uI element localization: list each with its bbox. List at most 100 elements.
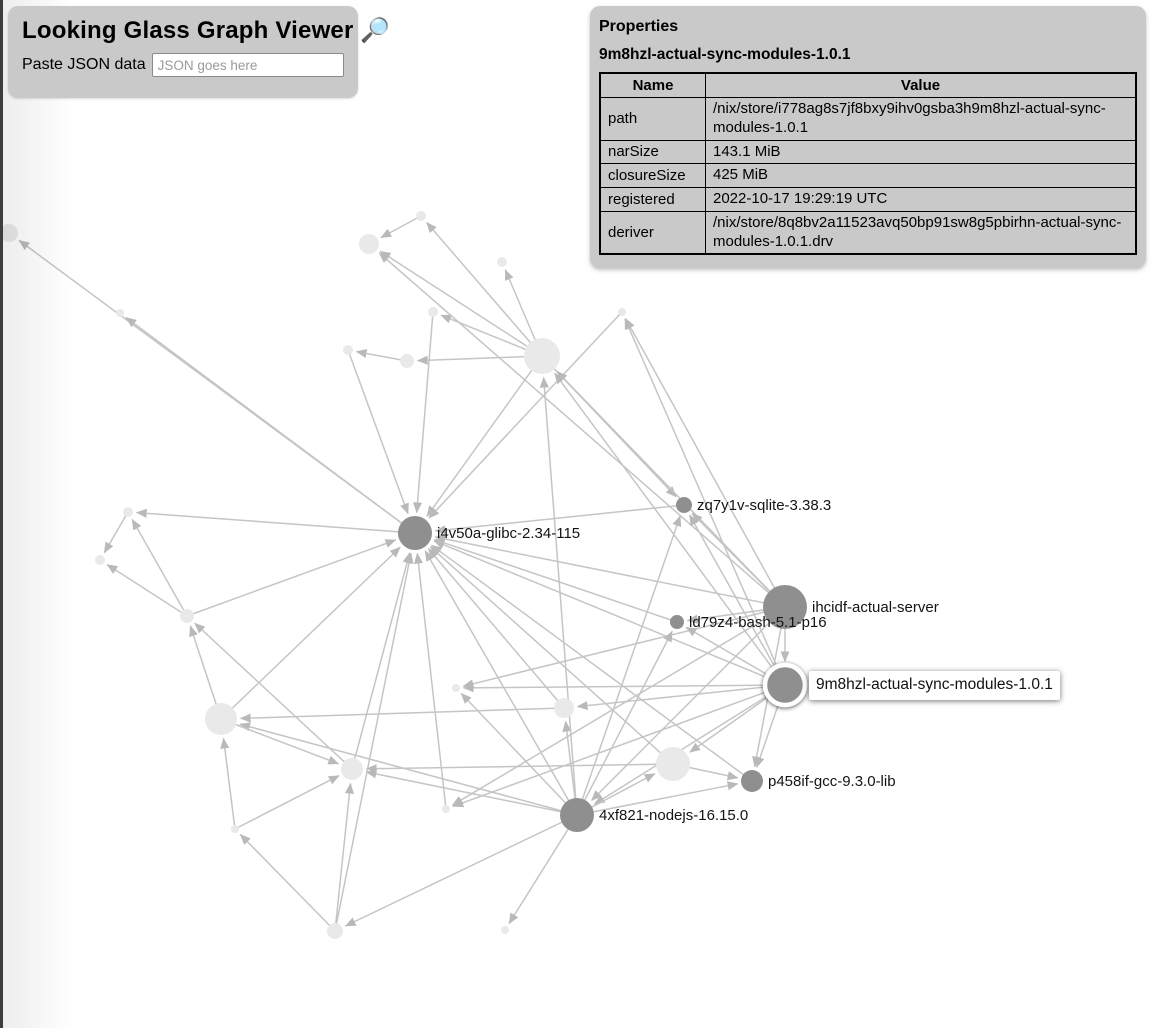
graph-edge — [106, 563, 188, 617]
graph-edge — [576, 684, 786, 711]
graph-edge — [239, 707, 565, 723]
node-label: ld79z4-bash-5.1-p16 — [689, 614, 827, 631]
graph-edge — [576, 781, 739, 816]
graph-node[interactable] — [0, 224, 18, 242]
graph-edge — [426, 221, 543, 357]
graph-edge — [220, 546, 401, 720]
graph-edge — [427, 548, 565, 709]
graph-node[interactable] — [341, 758, 363, 780]
graph-edge — [239, 833, 336, 932]
graph-edge — [590, 606, 786, 802]
graph-node[interactable] — [428, 307, 438, 317]
graph-edge — [239, 722, 578, 816]
graph-nodes — [0, 211, 808, 939]
node-label: i4v50a-glibc-2.34-115 — [437, 525, 580, 542]
node-label: 4xf821-nodejs-16.15.0 — [599, 807, 748, 824]
paste-json-label: Paste JSON data — [22, 56, 146, 73]
graph-node[interactable] — [95, 555, 105, 565]
column-header-value: Value — [705, 72, 1137, 98]
graph-node[interactable] — [123, 507, 133, 517]
graph-edge — [186, 539, 397, 617]
graph-node[interactable] — [656, 747, 690, 781]
prop-name: narSize — [599, 139, 706, 165]
column-header-name: Name — [599, 72, 706, 98]
prop-value: /nix/store/i778ag8s7jf8bxy9ihv0gsba3h9m8… — [705, 97, 1137, 141]
graph-node[interactable] — [524, 338, 560, 374]
graph-node[interactable] — [554, 698, 574, 718]
graph-edge — [460, 692, 578, 816]
json-input[interactable] — [151, 53, 344, 77]
graph-edge — [355, 348, 408, 362]
graph-edge — [380, 215, 422, 239]
magnifier-icon: 🔎 — [360, 17, 391, 44]
graph-edge — [334, 552, 414, 932]
graph-node-ld79z4-bash-5.1-p16[interactable] — [670, 615, 684, 629]
graph-edge — [131, 518, 188, 617]
graph-edge — [434, 534, 786, 608]
graph-edge — [416, 355, 543, 365]
graph-edge — [431, 544, 753, 782]
graph-edges — [18, 215, 790, 932]
graph-node[interactable] — [359, 234, 379, 254]
graph-edge — [194, 622, 353, 770]
graph-edge — [220, 718, 340, 765]
graph-edge — [426, 355, 543, 517]
graph-node[interactable] — [327, 923, 343, 939]
graph-edge — [103, 511, 129, 554]
prop-value: /nix/store/8q8bv2a11523avq50bp91sw8g5pbi… — [705, 210, 1137, 255]
table-row: registered 2022-10-17 19:29:19 UTC — [599, 187, 1137, 212]
table-row: path /nix/store/i778ag8s7jf8bxy9ihv0gsba… — [599, 97, 1137, 141]
graph-edge — [624, 318, 786, 608]
window-left-border — [0, 0, 3, 1028]
graph-node-labels: i4v50a-glibc-2.34-115zq7y1v-sqlite-3.38.… — [437, 497, 939, 824]
graph-node[interactable] — [416, 211, 426, 221]
graph-edge — [424, 550, 578, 816]
graph-node[interactable] — [501, 926, 509, 934]
graph-node-selected-9m8hzl-actual-sync-modules-1.0.1[interactable] — [762, 662, 808, 708]
graph-edge — [412, 311, 434, 514]
prop-name: closureSize — [599, 163, 706, 188]
table-row: closureSize 425 MiB — [599, 163, 1137, 188]
prop-value: 143.1 MiB — [705, 139, 1137, 165]
graph-node[interactable] — [205, 703, 237, 735]
graph-node-ihcidf-actual-server[interactable] — [763, 585, 807, 629]
graph-node[interactable] — [442, 805, 450, 813]
header-panel: Looking Glass Graph Viewer 🔎 Paste JSON … — [8, 6, 390, 98]
prop-name: registered — [599, 187, 706, 212]
graph-edge — [413, 552, 447, 810]
graph-edge — [189, 625, 222, 720]
graph-edge — [379, 250, 543, 357]
prop-name: path — [599, 97, 706, 141]
graph-edge — [576, 630, 673, 816]
graph-node[interactable] — [231, 825, 239, 833]
graph-node[interactable] — [180, 609, 194, 623]
node-label: p458if-gcc-9.3.0-lib — [768, 773, 896, 790]
graph-node-4xf821-nodejs-16.15.0[interactable] — [560, 798, 594, 832]
graph-node-p458if-gcc-9.3.0-lib[interactable] — [741, 770, 763, 792]
prop-value: 425 MiB — [705, 163, 1137, 188]
graph-node[interactable] — [116, 309, 124, 317]
graph-edge — [462, 606, 786, 689]
table-row: narSize 143.1 MiB — [599, 139, 1137, 165]
graph-node[interactable] — [400, 354, 414, 368]
graph-node[interactable] — [452, 684, 460, 692]
graph-node[interactable] — [343, 345, 353, 355]
selected-node-tooltip: 9m8hzl-actual-sync-modules-1.0.1 — [809, 671, 1060, 700]
graph-node[interactable] — [618, 308, 626, 316]
properties-panel: Properties 9m8hzl-actual-sync-modules-1.… — [590, 6, 1146, 269]
graph-edge — [365, 769, 578, 816]
graph-edge — [433, 540, 786, 686]
graph-edge — [429, 546, 674, 765]
graph-edge — [691, 512, 786, 608]
graph-node-i4v50a-glibc-2.34-115[interactable] — [398, 516, 432, 550]
graph-node-zq7y1v-sqlite-3.38.3[interactable] — [676, 497, 692, 513]
graph-edge — [539, 376, 578, 816]
graph-node[interactable] — [497, 257, 507, 267]
graph-edge — [334, 782, 354, 932]
graph-edge — [365, 763, 674, 774]
graph-edge — [428, 311, 623, 519]
graph-edge — [508, 814, 578, 925]
